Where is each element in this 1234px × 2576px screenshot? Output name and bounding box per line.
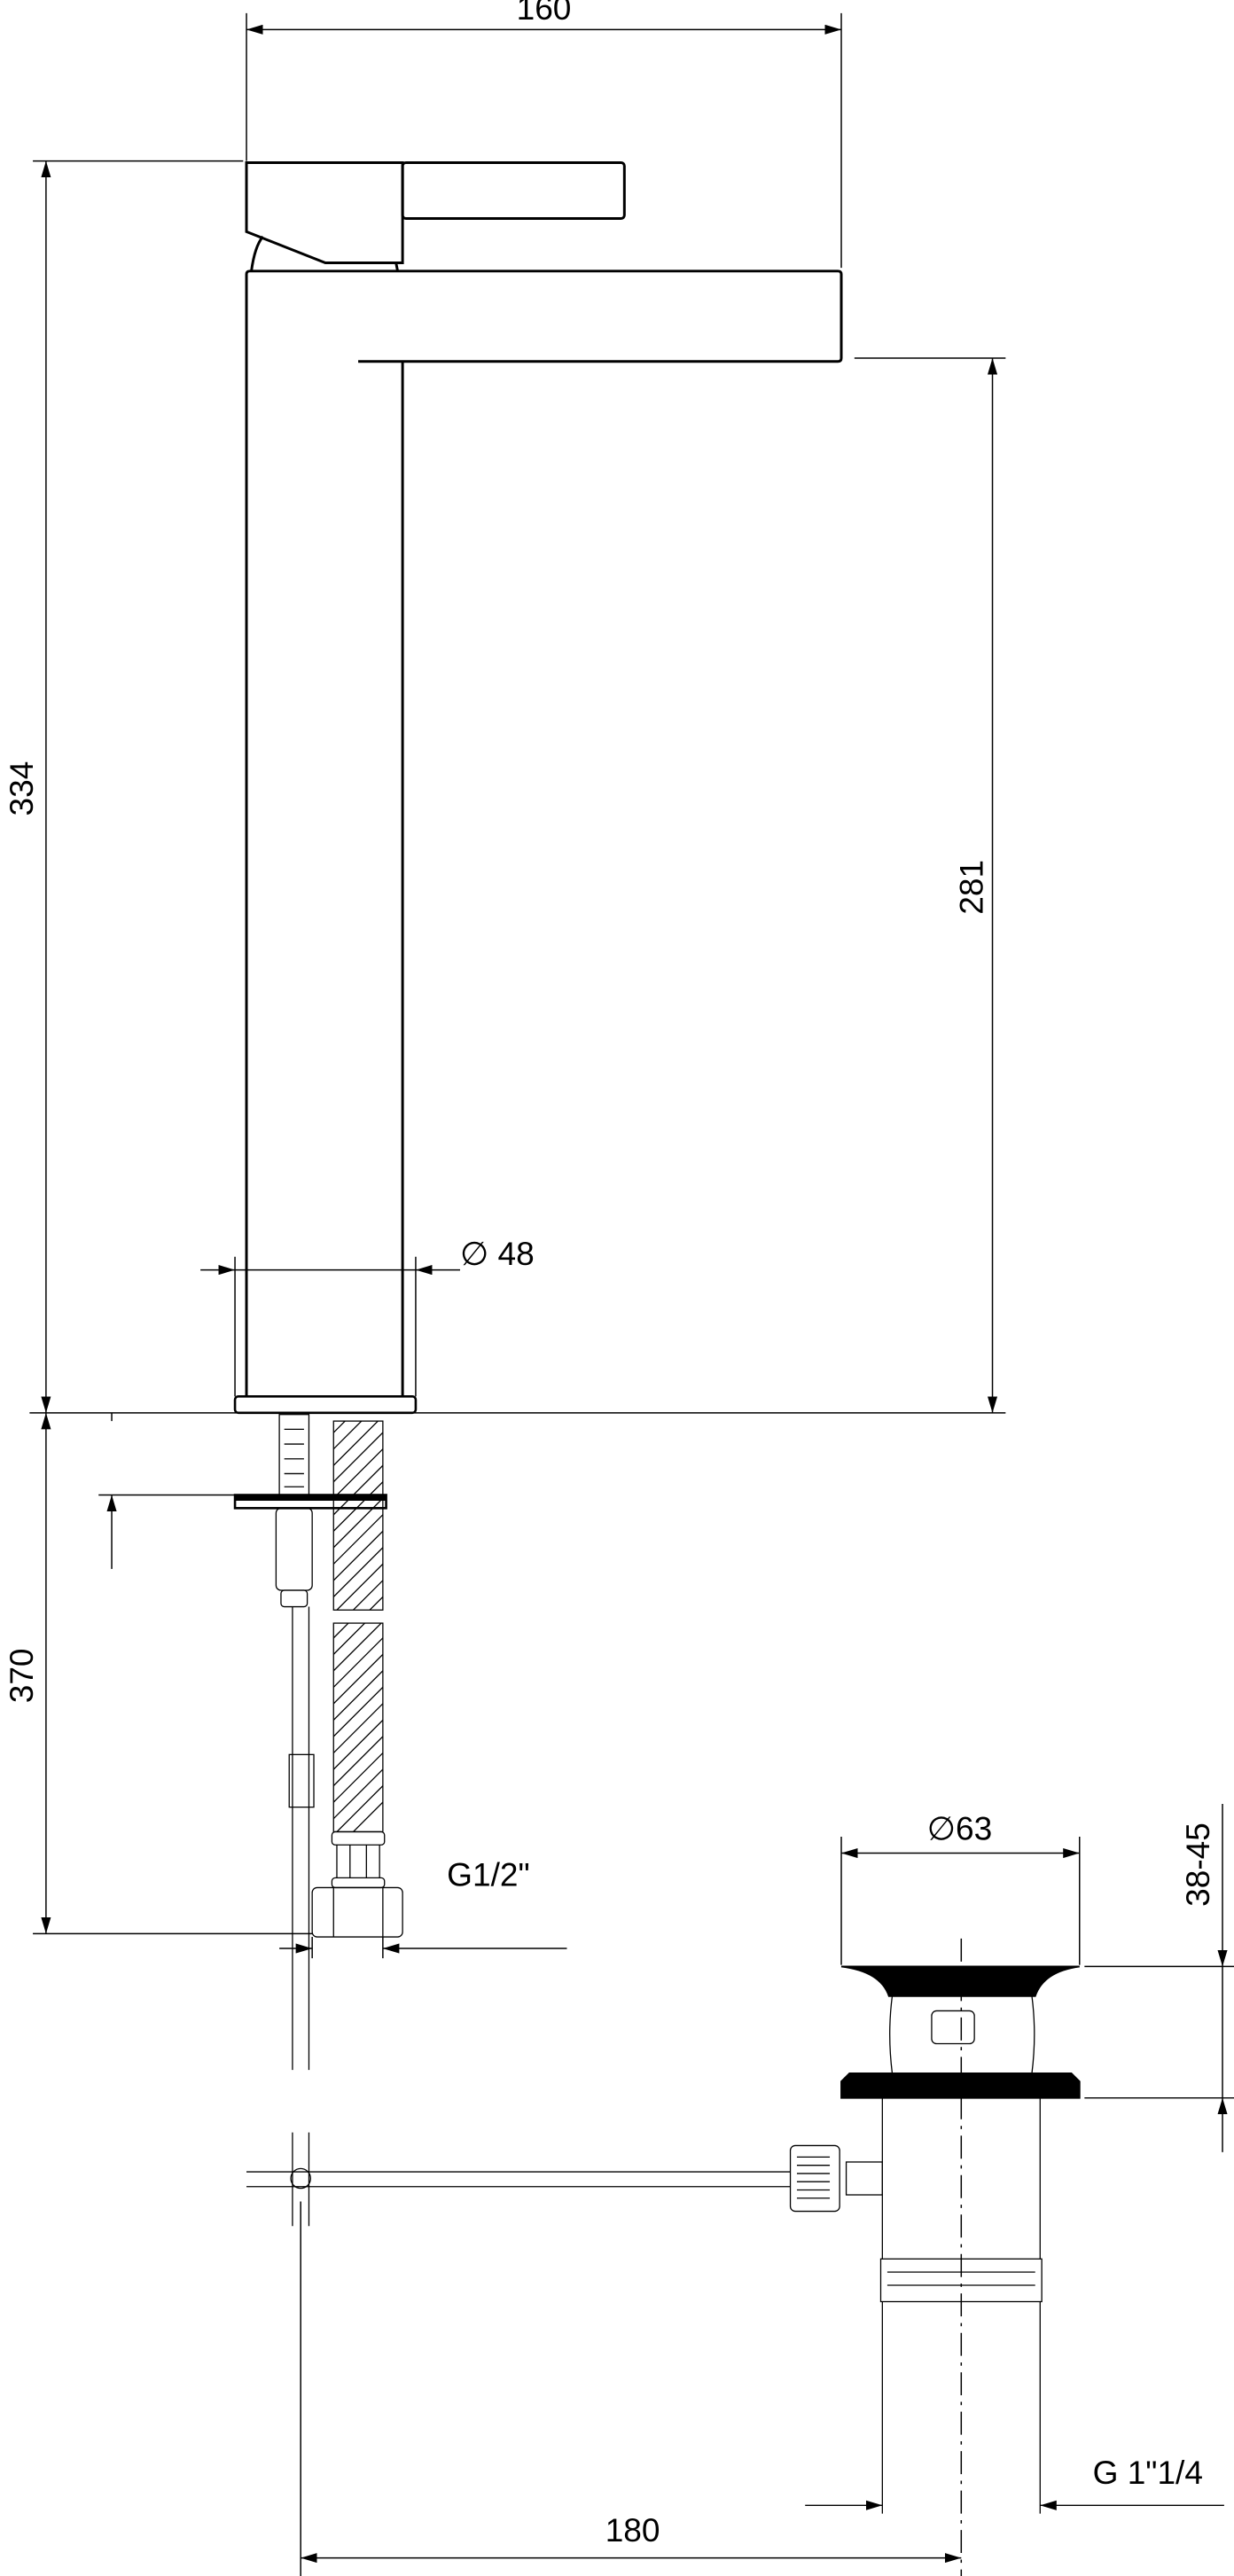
dim-label-160: 160 xyxy=(517,0,572,27)
fixing-nut xyxy=(275,1507,313,1591)
dim-label-48: ∅ 48 xyxy=(460,1235,535,1272)
spout xyxy=(245,269,843,1397)
rod-coupler xyxy=(288,1753,315,1808)
dim-label-63: ∅63 xyxy=(927,1810,992,1847)
dimension-deck-thickness xyxy=(98,1412,236,1569)
rod-pivot xyxy=(290,2167,311,2190)
dim-label-281: 281 xyxy=(952,860,989,915)
dimension-180: 180 xyxy=(300,2201,962,2576)
dimension-diameter-63: ∅63 xyxy=(840,1810,1081,1965)
handle-collar xyxy=(250,235,400,272)
dim-label-g12: G1/2" xyxy=(447,1856,529,1893)
overflow-slot xyxy=(931,2010,975,2045)
lever-arm xyxy=(401,160,626,220)
dim-label-334: 334 xyxy=(3,761,40,816)
threaded-stud xyxy=(278,1414,310,1496)
dimension-g12: G1/2" xyxy=(279,1856,567,1959)
base-plate xyxy=(233,1395,418,1415)
dimension-160: 160 xyxy=(246,0,842,269)
hose-nut xyxy=(311,1886,403,1938)
rod-connector xyxy=(845,2161,883,2196)
dimension-370: 370 xyxy=(3,1412,313,1935)
supply-hose xyxy=(311,1420,403,1938)
dimension-334: 334 xyxy=(3,160,244,1413)
dim-label-g114: G 1"1/4 xyxy=(1093,2454,1203,2491)
lever-handle xyxy=(245,160,404,265)
drain-flange-top xyxy=(840,1965,1080,1997)
drain-flange-bottom xyxy=(840,2072,1081,2099)
dim-label-180: 180 xyxy=(605,2511,660,2549)
dim-label-370: 370 xyxy=(3,1648,40,1703)
dim-label-38-45: 38-45 xyxy=(1179,1823,1216,1907)
dimension-281: 281 xyxy=(854,357,1006,1413)
rod-knob xyxy=(789,2144,840,2213)
dimension-diameter-48: ∅ 48 xyxy=(200,1235,535,1397)
mounting-hardware xyxy=(233,1414,387,2071)
popup-rod xyxy=(246,2171,791,2188)
popup-drain xyxy=(246,1938,1081,2576)
dimension-38-45: 38-45 xyxy=(1084,1803,1234,2152)
dimension-g114: G 1"1/4 xyxy=(805,2454,1224,2510)
faucet-body xyxy=(233,160,843,1415)
